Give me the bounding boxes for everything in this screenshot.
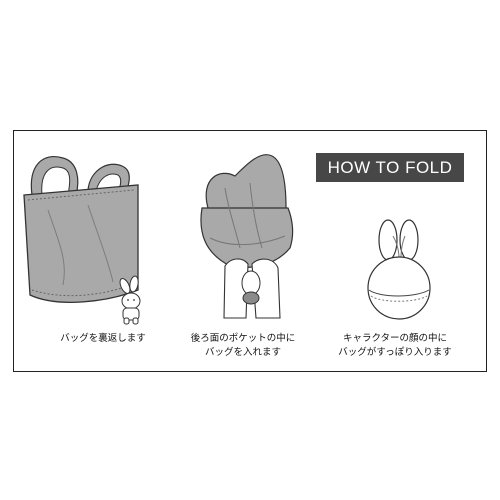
step3-rabbit-pouch-illustration: [367, 219, 431, 320]
step2-pocket-illustration: [200, 154, 294, 319]
step3-caption: キャラクターの顔の中に バッグがすっぽり入ります: [338, 333, 452, 358]
step1-caption: バッグを裏返します: [60, 333, 146, 344]
step2-caption: 後ろ面のポケットの中に バッグを入れます: [190, 333, 296, 358]
step1-bag-illustration: [23, 156, 141, 325]
how-to-fold-title: HOW TO FOLD: [316, 153, 464, 182]
